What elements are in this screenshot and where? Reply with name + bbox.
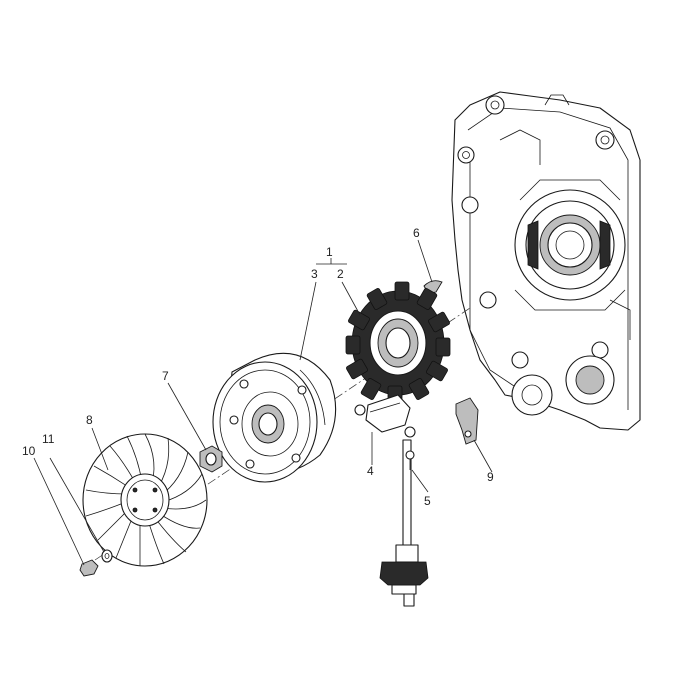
callout-6: 6 xyxy=(413,226,420,240)
callout-2: 2 xyxy=(337,267,344,281)
cable-bracket xyxy=(455,397,479,445)
flywheel-nut xyxy=(199,445,223,473)
stator-coil xyxy=(345,281,451,405)
fan-washer xyxy=(101,549,113,563)
flywheel-rotor xyxy=(212,352,337,483)
pickup-sensor-harness xyxy=(354,394,429,607)
sensor-screw xyxy=(405,450,415,470)
callout-9: 9 xyxy=(487,470,494,484)
callout-3: 3 xyxy=(311,267,318,281)
leader-lines xyxy=(33,239,493,566)
callout-7: 7 xyxy=(162,369,169,383)
callout-5: 5 xyxy=(424,494,431,508)
cooling-fan xyxy=(82,433,208,567)
callout-10: 10 xyxy=(22,444,36,458)
callout-8: 8 xyxy=(86,413,93,427)
crankcase-housing xyxy=(451,91,641,431)
callout-11: 11 xyxy=(42,432,55,446)
callout-4: 4 xyxy=(367,464,374,478)
callout-1: 1 xyxy=(326,245,333,259)
fan-screw xyxy=(79,559,99,577)
